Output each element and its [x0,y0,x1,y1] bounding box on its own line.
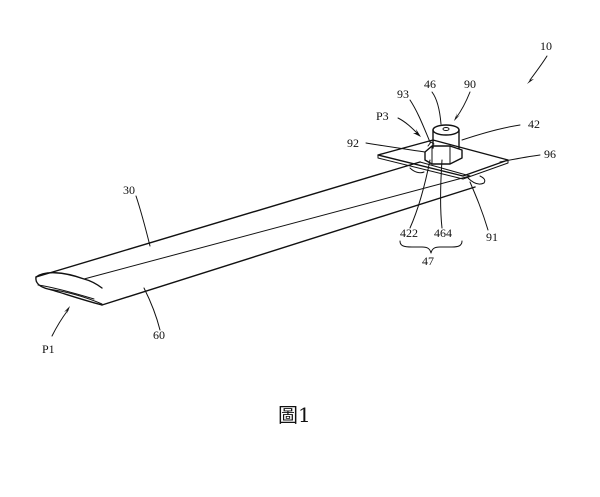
label-42: 42 [528,117,540,131]
label-422: 422 [400,226,418,240]
group-brace-47 [399,240,463,254]
label-60: 60 [153,328,165,342]
label-93: 93 [397,87,409,101]
label-p3: P3 [376,109,389,123]
label-92: 92 [347,136,359,150]
label-30: 30 [123,183,135,197]
label-10: 10 [540,39,552,53]
hub-assembly [424,124,463,165]
label-46: 46 [424,77,436,91]
label-47: 47 [422,254,434,268]
figure-caption: 圖1 [278,403,311,427]
label-91: 91 [486,230,498,244]
leader-lines [51,55,548,337]
label-464: 464 [434,226,452,240]
label-96: 96 [544,147,556,161]
label-90: 90 [464,77,476,91]
label-p1: P1 [42,342,55,356]
blade-body [35,161,476,306]
